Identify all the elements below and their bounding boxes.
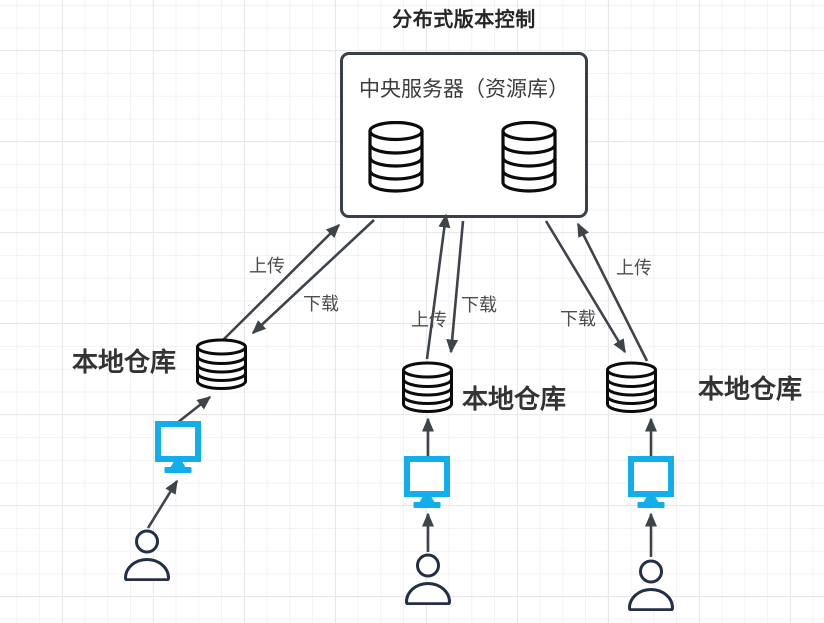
local-repo-label-middle: 本地仓库 — [462, 384, 567, 414]
computer-monitor-icon — [628, 456, 674, 508]
central-database-left — [367, 120, 425, 195]
central-server-label: 中央服务器（资源库） — [359, 78, 569, 101]
workstation-middle — [404, 456, 450, 509]
computer-monitor-icon — [155, 421, 201, 473]
local-repo-left — [195, 338, 248, 392]
upload-label-middle: 上传 — [411, 310, 447, 330]
pc-to-repo-arrow-left — [176, 395, 212, 425]
person-to-pc-arrow-left — [146, 479, 179, 529]
download-arrow-middle — [446, 220, 465, 354]
local-repo-label-left: 本地仓库 — [72, 347, 177, 377]
database-cylinder-icon — [501, 120, 557, 193]
download-label-left: 下载 — [303, 294, 339, 314]
workstation-right — [628, 456, 674, 509]
person-icon — [123, 529, 171, 582]
upload-arrow-middle — [425, 213, 451, 360]
person-icon — [627, 559, 675, 612]
database-cylinder-icon — [606, 361, 657, 413]
download-label-middle: 下载 — [461, 295, 497, 315]
user-middle — [403, 553, 453, 606]
upload-arrow-left — [221, 223, 341, 342]
computer-monitor-icon — [404, 456, 450, 508]
local-repo-label-right: 本地仓库 — [698, 374, 803, 404]
diagram-title: 分布式版本控制 — [392, 9, 536, 31]
user-left — [122, 529, 172, 582]
database-cylinder-icon — [196, 338, 247, 390]
download-arrow-right — [544, 220, 627, 354]
upload-label-right: 上传 — [616, 258, 652, 278]
user-right — [626, 559, 676, 612]
person-icon — [404, 553, 452, 606]
database-cylinder-icon — [402, 361, 453, 413]
upload-arrow-right — [576, 222, 649, 362]
workstation-left — [155, 421, 201, 474]
local-repo-middle — [401, 361, 454, 415]
central-server-box: 中央服务器（资源库） — [340, 52, 588, 218]
upload-label-left: 上传 — [249, 256, 285, 276]
download-label-right: 下载 — [560, 309, 596, 329]
central-database-right — [500, 120, 558, 195]
database-cylinder-icon — [368, 120, 424, 193]
local-repo-right — [605, 361, 658, 415]
